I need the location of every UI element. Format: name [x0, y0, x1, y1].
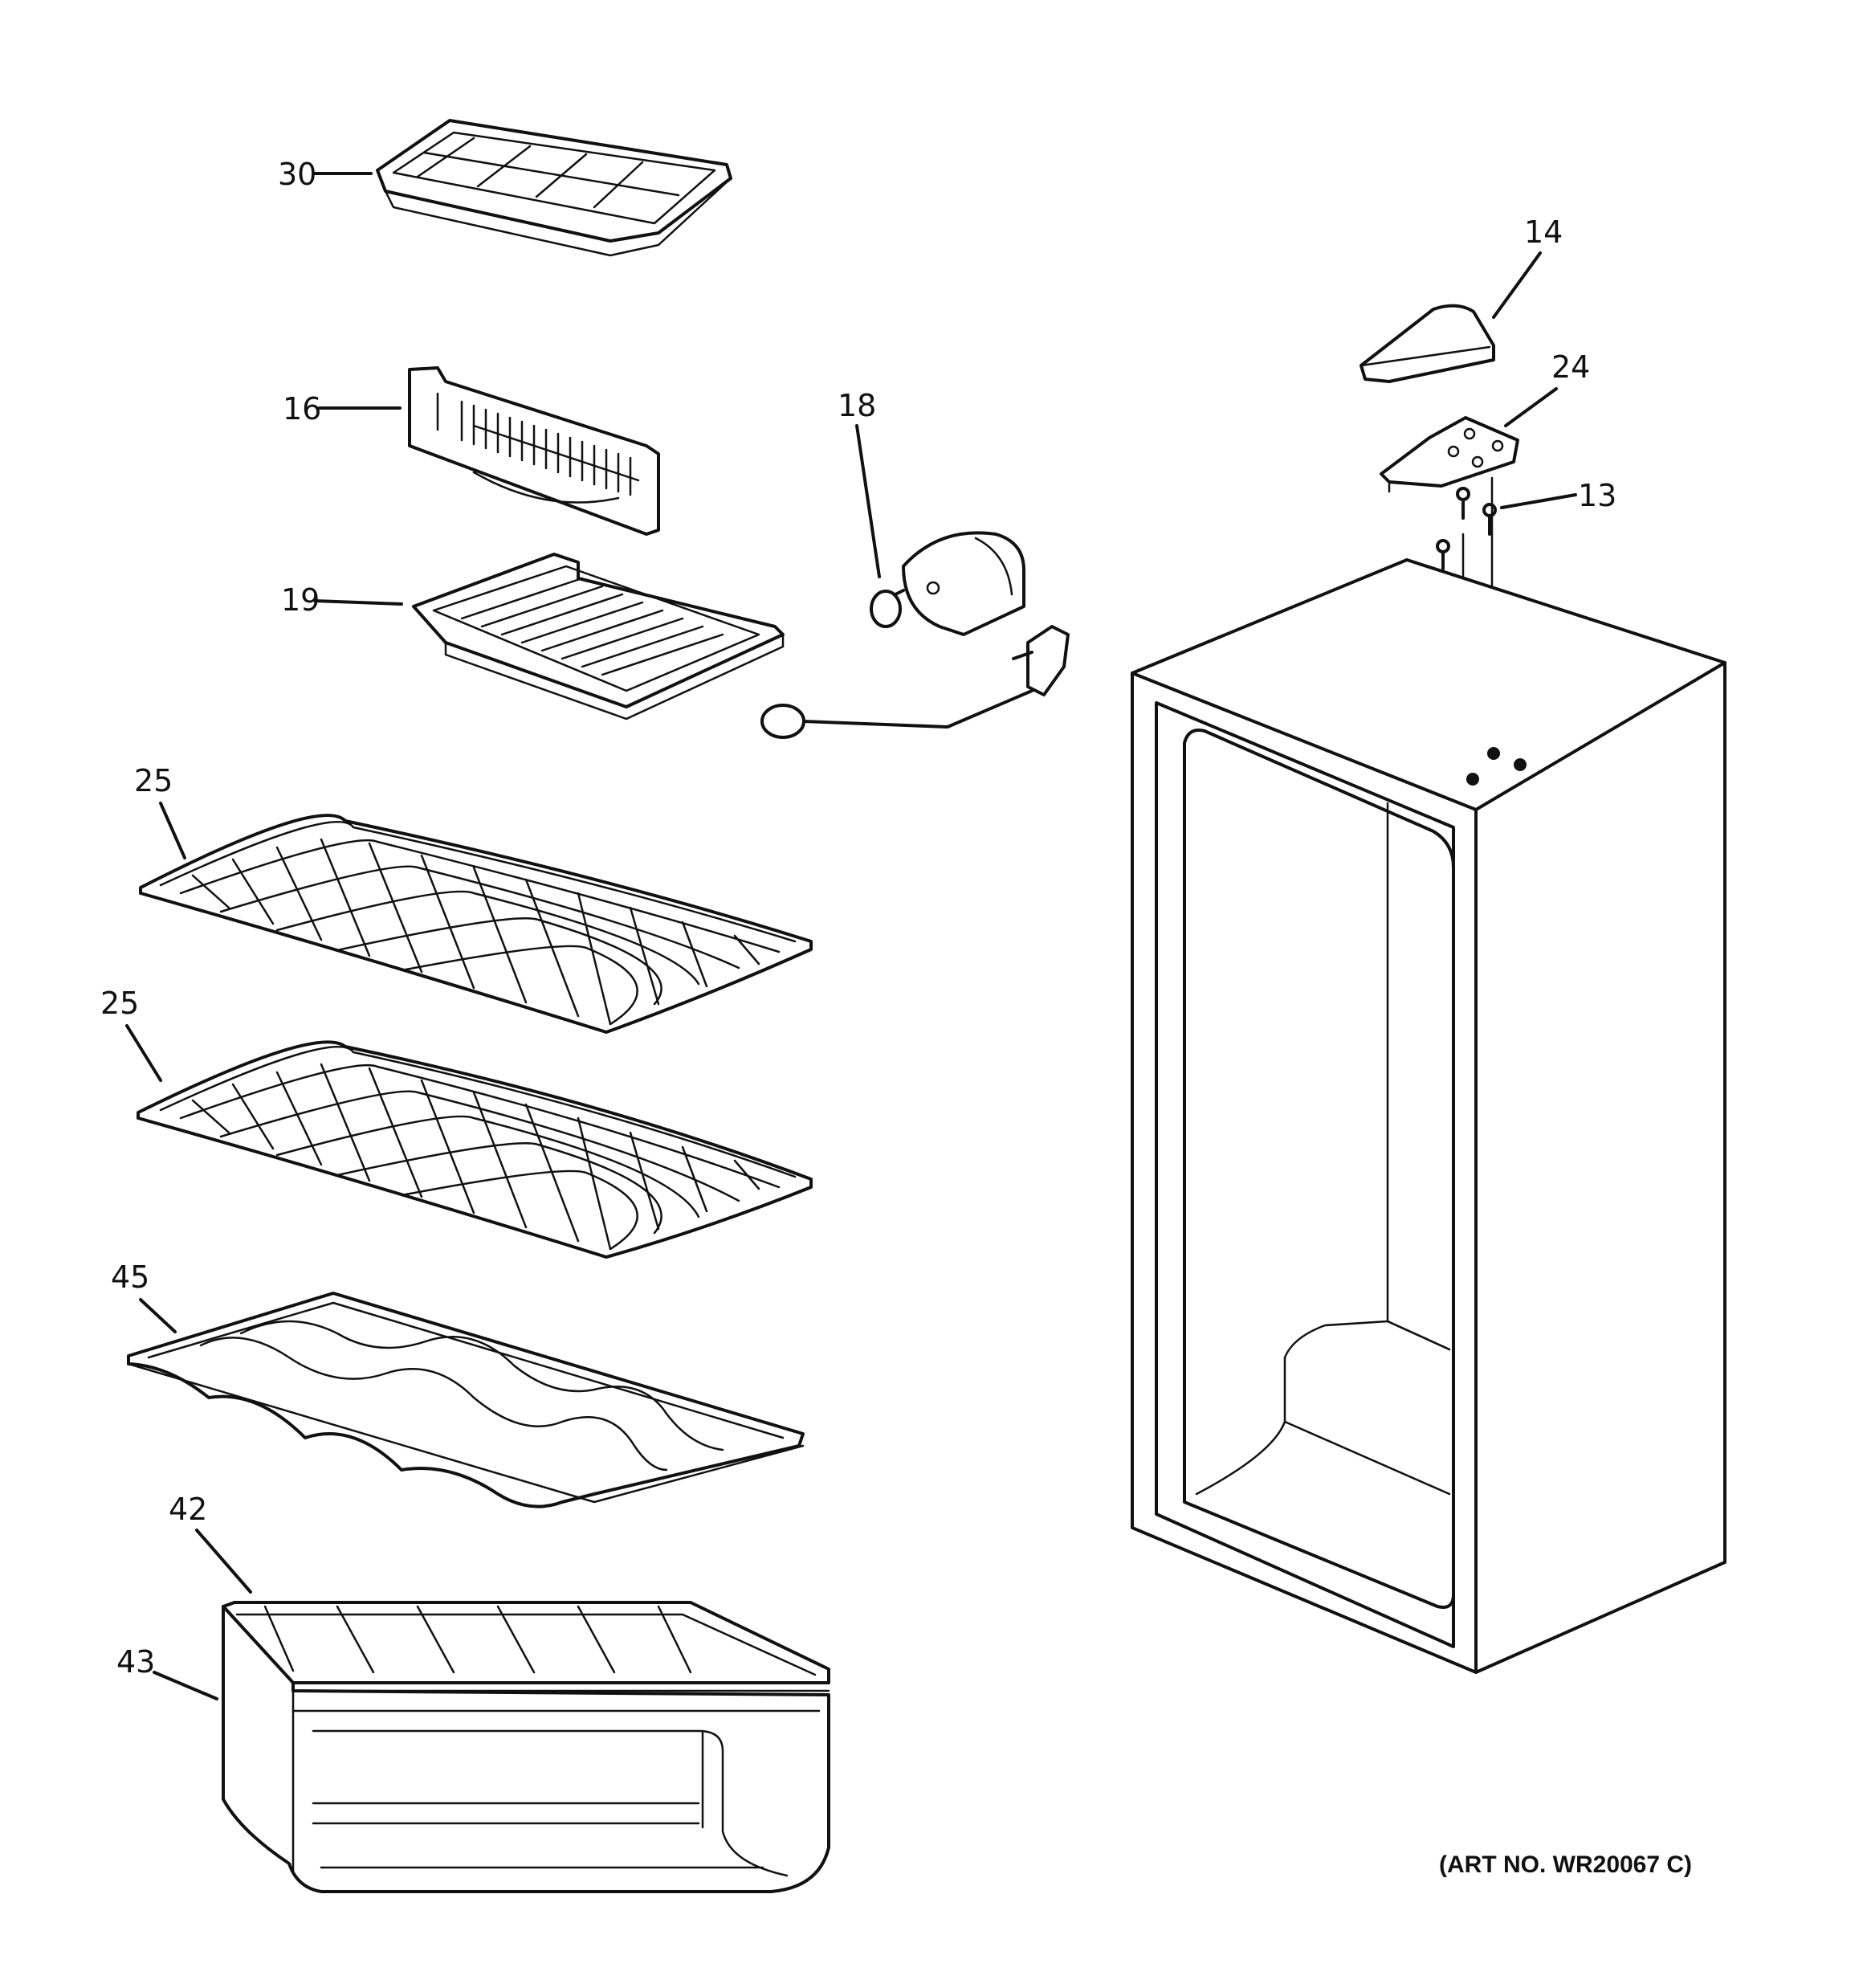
wire-shelf-lower-part — [137, 1040, 813, 1259]
grille-cover-part — [408, 366, 660, 536]
leader-24 — [1504, 387, 1558, 427]
hinge-part — [1380, 416, 1519, 493]
part-label-19: 19 — [281, 582, 320, 618]
part-label-13: 13 — [1578, 478, 1616, 513]
wine-rack-part — [127, 1292, 805, 1508]
art-number: (ART NO. WR20067 C) — [1439, 1851, 1692, 1878]
part-label-42: 42 — [169, 1492, 207, 1527]
leader-25a — [159, 802, 186, 859]
ice-tray-part — [376, 119, 732, 257]
hinge-hole-3 — [1466, 773, 1479, 786]
leader-42 — [195, 1529, 252, 1594]
part-label-45: 45 — [111, 1259, 149, 1295]
hinge-hole-2 — [1514, 758, 1527, 771]
part-label-14: 14 — [1524, 214, 1563, 250]
leader-25b — [125, 1024, 162, 1082]
ice-rack-part — [412, 553, 785, 720]
part-label-25a: 25 — [134, 763, 173, 798]
leader-13 — [1500, 493, 1577, 509]
leader-14 — [1492, 251, 1542, 319]
icemaker-feeler-arm — [760, 625, 1070, 739]
leader-19 — [313, 599, 403, 606]
leader-45 — [139, 1298, 177, 1333]
crisper-drawer-part — [222, 1601, 830, 1893]
leader-18 — [855, 424, 881, 578]
part-label-25b: 25 — [100, 986, 139, 1021]
wire-shelf-upper-part — [139, 814, 813, 1034]
part-label-24: 24 — [1551, 349, 1590, 385]
icemaker-motor-part — [870, 531, 1025, 636]
part-label-30: 30 — [278, 157, 316, 192]
part-label-18: 18 — [838, 388, 876, 423]
leader-43 — [153, 1671, 218, 1700]
cabinet-part — [1131, 558, 1726, 1674]
part-label-43: 43 — [116, 1644, 155, 1680]
hinge-hole-1 — [1487, 747, 1500, 760]
part-label-16: 16 — [283, 391, 321, 427]
screws-part — [1436, 476, 1497, 632]
hinge-cover-part — [1360, 304, 1495, 383]
